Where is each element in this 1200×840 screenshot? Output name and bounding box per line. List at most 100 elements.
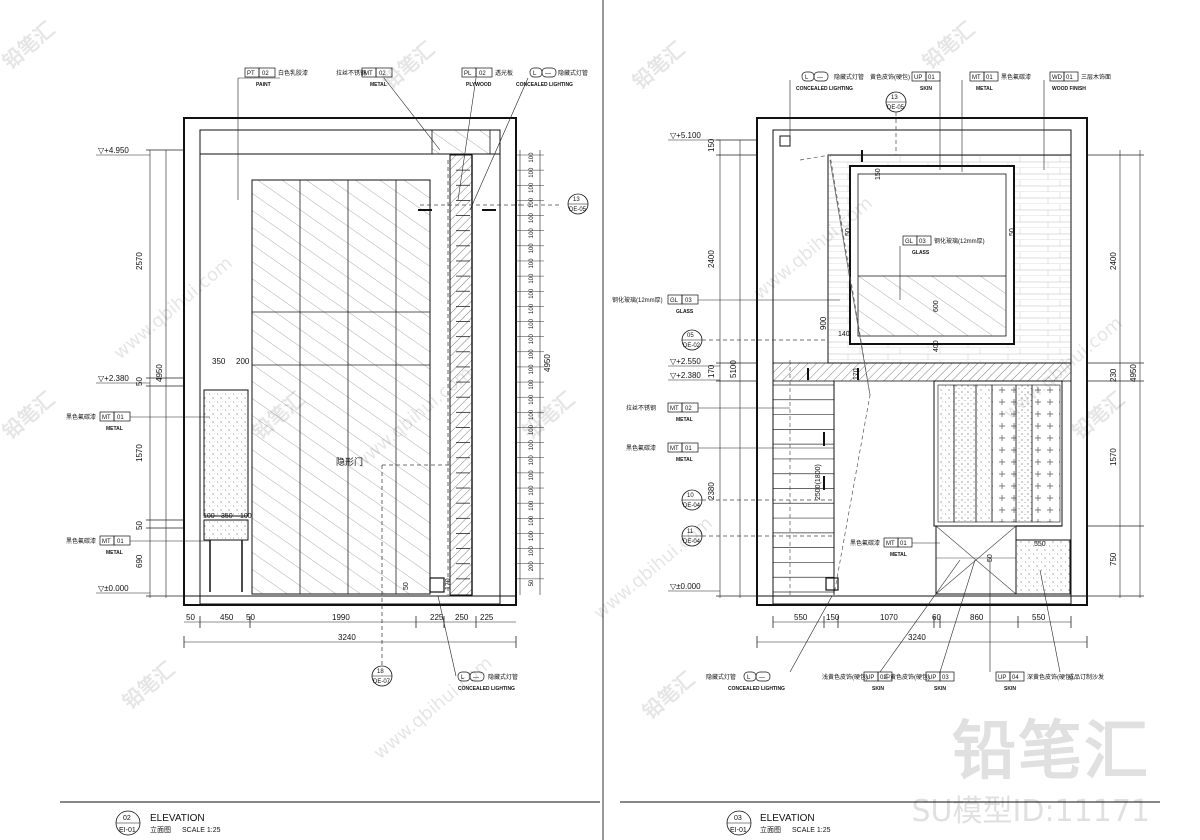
tag-pl-code: PL xyxy=(464,71,472,77)
rtag-gl-num: 03 xyxy=(685,298,692,304)
dim-50a: 50 xyxy=(135,377,144,386)
stair-dim-label: 100 xyxy=(529,243,535,254)
rrdim-230: 230 xyxy=(1109,368,1118,382)
rhdim-860: 860 xyxy=(970,613,984,622)
callout-num: 18 xyxy=(377,669,384,675)
rtag-up01-num: 01 xyxy=(928,75,935,81)
brand-wm-10: 铅笔汇 xyxy=(638,667,699,724)
rtag-gl-in-cn: 钢化玻璃(12mm厚) xyxy=(934,237,985,245)
site-wm-3: www.qbihui.com xyxy=(590,513,717,624)
inner-dim-550: 550 xyxy=(1034,541,1046,548)
rtag-lb-en: CONCEALED LIGHTING xyxy=(728,686,785,692)
rtag-wd-en: WOOD FINISH xyxy=(1052,86,1086,92)
dim-50b: 50 xyxy=(135,521,144,530)
rhdim-550b: 550 xyxy=(1032,613,1046,622)
stair-dim-label: 100 xyxy=(529,485,535,496)
rtag-mt01s-num: 01 xyxy=(900,541,907,547)
stair-dims: 1001001001001001001001001001001001001001… xyxy=(456,152,544,586)
inner-dim-50c: 50 xyxy=(987,554,994,562)
title-sheet-ref: EI-01 xyxy=(730,827,747,834)
brand-wm-1: 铅笔汇 xyxy=(0,17,59,74)
tag-l-cn: 隐藏式灯管 xyxy=(558,69,588,77)
door-label: 隐形门 xyxy=(336,456,363,467)
title-number: 03 xyxy=(734,815,742,822)
small-dim-170: 170 xyxy=(445,578,452,590)
callout-de07-left[interactable]: 18 DE-07 xyxy=(371,665,393,687)
elevation-left: 隐形门 2570 50 1570 50 690 4950 xyxy=(60,67,600,836)
stair-dim-label: 100 xyxy=(529,530,535,541)
rtag-up01-cn: 黄色皮饰(硬包) xyxy=(870,73,910,81)
callout-num: 11 xyxy=(687,529,694,535)
rlevel-2550: ▽+2.550 xyxy=(670,357,701,366)
tag-pl-num: 02 xyxy=(479,71,486,77)
rtag-up03-num: 03 xyxy=(942,675,949,681)
dim-1570: 1570 xyxy=(135,444,144,462)
rtag-l-cn: 隐藏式灯管 xyxy=(834,73,864,81)
stair-dim-label: 100 xyxy=(529,515,535,526)
brand-wm-5: 铅笔汇 xyxy=(0,387,59,444)
title-sheet-ref: EI-01 xyxy=(119,827,136,834)
rtag-mt01l-num: 01 xyxy=(685,446,692,452)
rdim-150: 150 xyxy=(707,138,716,152)
hdim-450: 450 xyxy=(220,613,234,622)
rtag-up02-num: 02 xyxy=(880,675,887,681)
hdim-50b: 50 xyxy=(246,613,255,622)
rtag-up02-en: SKIN xyxy=(872,686,884,692)
inner-dim-50a: 50 xyxy=(845,228,852,236)
level-zero: ▽±0.000 xyxy=(98,584,129,593)
rrdim-4950: 4950 xyxy=(1129,364,1138,382)
rtag-up01-en: SKIN xyxy=(920,86,932,92)
inner-dim-2500: 2500(1800) xyxy=(815,464,822,500)
callout-de04b-right[interactable]: 11 DE-04 xyxy=(681,525,834,547)
callout-de05-right[interactable]: 13 DE-05 xyxy=(885,91,907,155)
callout-num: 05 xyxy=(687,333,694,339)
tag-mt01a-cn: 黑色氟碳漆 xyxy=(66,413,96,421)
rtag-mt01l-en: METAL xyxy=(676,457,693,463)
tag-mt01b-en: METAL xyxy=(106,550,123,556)
rrdim-750: 750 xyxy=(1109,552,1118,566)
stair-dim-label: 100 xyxy=(529,409,535,420)
callout-ref: DE-04 xyxy=(683,503,701,509)
rtag-up01-code: UP xyxy=(914,75,922,81)
tag-l-en: CONCEALED LIGHTING xyxy=(516,82,573,88)
rtag-mt02-code: MT xyxy=(670,406,679,412)
rtag-lb-cn: 隐藏式灯管 xyxy=(706,673,736,681)
bench-upper xyxy=(203,389,249,517)
rtag-wd-num: 01 xyxy=(1066,75,1073,81)
dim-overall-height-right: 4950 xyxy=(543,354,552,372)
stair-dim-label: 100 xyxy=(529,455,535,466)
beam-band xyxy=(772,362,1072,382)
dim-690: 690 xyxy=(135,554,144,568)
inner-dim-140: 140 xyxy=(838,331,850,338)
callout-num: 13 xyxy=(891,95,898,101)
rtag-up03-code: UP xyxy=(928,675,936,681)
rhdim-550a: 550 xyxy=(794,613,808,622)
rdim-900: 900 xyxy=(819,316,828,330)
rtag-up03-cn: 中黄色皮饰(硬包) xyxy=(884,673,930,681)
rtag-gl-in-en: GLASS xyxy=(912,250,930,256)
hdim-250: 250 xyxy=(455,613,469,622)
rtag-mt01l-code: MT xyxy=(670,446,679,452)
rtag-up04-code: UP xyxy=(998,675,1006,681)
callout-de05-left[interactable]: 13 DE-05 xyxy=(567,193,589,215)
callout-de02-right[interactable]: 05 DE-02 xyxy=(681,329,828,351)
callout-ref: DE-05 xyxy=(887,105,905,111)
rtag-gl-code: GL xyxy=(670,298,679,304)
rtag-up04-cn: 深黄色皮饰(硬包) xyxy=(1027,673,1073,681)
rtag-mt01-code: MT xyxy=(972,75,981,81)
rtag-wd-cn: 三层木饰面 xyxy=(1081,73,1111,81)
title-text: ELEVATION xyxy=(760,813,815,824)
bench-dim-100a: 100 xyxy=(203,513,215,520)
brand-wm-2: 铅笔汇 xyxy=(378,37,439,94)
rhdim-150: 150 xyxy=(826,613,840,622)
rhdim-60: 60 xyxy=(932,613,941,622)
rrdim-1570: 1570 xyxy=(1109,448,1118,466)
rtag-gl-en: GLASS xyxy=(676,309,694,315)
tag-mt02-num: 02 xyxy=(379,71,386,77)
stair-dim-label: 50 xyxy=(529,579,535,586)
rtag-mt02-num: 02 xyxy=(685,406,692,412)
callout-de04a-right[interactable]: 10 DE-04 xyxy=(681,489,834,511)
tag-mt02-en: METAL xyxy=(370,82,387,88)
rhdim-overall: 3240 xyxy=(908,633,926,642)
rtag-lb-code: L xyxy=(747,675,751,681)
